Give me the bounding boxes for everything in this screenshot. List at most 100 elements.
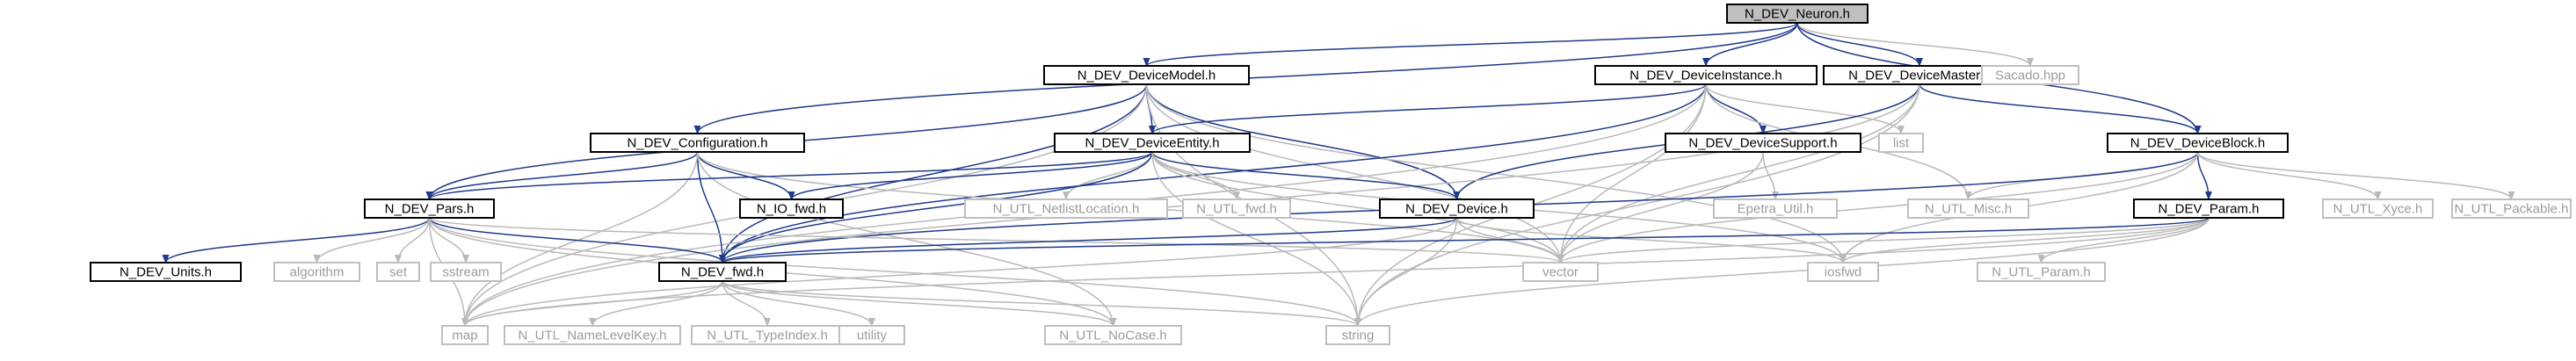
node-box-deviceblock[interactable] bbox=[2107, 133, 2289, 153]
edge-devicemaster-to-string bbox=[1354, 83, 1920, 327]
node-label-utility: utility bbox=[857, 329, 888, 343]
edge-devicesupport-to-epetrautil bbox=[1762, 151, 1779, 200]
node-sacado: Sacado.hpp bbox=[1981, 65, 2079, 85]
node-box-utlmisc bbox=[1907, 199, 2029, 219]
node-utlmisc: N_UTL_Misc.h bbox=[1907, 199, 2029, 219]
edge-pars-to-string bbox=[428, 217, 1361, 327]
edge-configuration-to-pars bbox=[425, 151, 699, 200]
edge-deviceinstance-to-devicesupport bbox=[1705, 83, 1767, 134]
node-label-epetrautil: Epetra_Util.h bbox=[1738, 202, 1814, 217]
edge-devicesupport-to-vector bbox=[1556, 151, 1764, 264]
node-sstream: sstream bbox=[430, 262, 502, 282]
node-label-nocase: N_UTL_NoCase.h bbox=[1059, 329, 1167, 343]
node-label-device: N_DEV_Device.h bbox=[1405, 202, 1508, 217]
edge-deviceentity-to-vector bbox=[1151, 151, 1564, 264]
node-pars[interactable]: N_DEV_Pars.h bbox=[364, 199, 495, 219]
edge-deviceentity-to-device bbox=[1151, 151, 1461, 200]
edge-device-to-devfwd bbox=[719, 217, 1458, 264]
node-configuration[interactable]: N_DEV_Configuration.h bbox=[590, 133, 805, 153]
node-label-typeindex: N_UTL_TypeIndex.h bbox=[707, 329, 828, 343]
node-box-list bbox=[1878, 133, 1924, 153]
node-label-pars: N_DEV_Pars.h bbox=[385, 202, 475, 217]
node-utility: utility bbox=[838, 325, 905, 345]
node-label-iofwd_h: N_IO_fwd.h bbox=[757, 202, 826, 217]
node-devfwd[interactable]: N_DEV_fwd.h bbox=[658, 262, 787, 282]
node-box-algorithm bbox=[273, 262, 360, 282]
edge-deviceblock-to-packable bbox=[2196, 151, 2515, 200]
node-box-deviceinstance[interactable] bbox=[1594, 65, 1818, 85]
node-deviceentity[interactable]: N_DEV_DeviceEntity.h bbox=[1054, 133, 1251, 153]
node-iofwd_h[interactable]: N_IO_fwd.h bbox=[739, 199, 844, 219]
node-label-utlmisc: N_UTL_Misc.h bbox=[1925, 202, 2012, 217]
edge-deviceentity-to-pars bbox=[425, 151, 1153, 200]
node-label-deviceentity: N_DEV_DeviceEntity.h bbox=[1085, 136, 1219, 151]
edge-devfwd-to-map bbox=[461, 280, 723, 327]
node-box-sstream bbox=[430, 262, 502, 282]
node-label-vector: vector bbox=[1542, 265, 1578, 280]
edge-devfwd-to-string bbox=[722, 280, 1361, 327]
node-param[interactable]: N_DEV_Param.h bbox=[2133, 199, 2284, 219]
node-box-iofwd_h[interactable] bbox=[739, 199, 844, 219]
edge-pars-to-vector bbox=[428, 217, 1564, 264]
node-box-epetrautil bbox=[1713, 199, 1838, 219]
node-map: map bbox=[441, 325, 489, 345]
node-box-neuron[interactable] bbox=[1726, 4, 1869, 24]
node-units[interactable]: N_DEV_Units.h bbox=[90, 262, 242, 282]
node-box-pars[interactable] bbox=[364, 199, 495, 219]
node-box-units[interactable] bbox=[90, 262, 242, 282]
edge-devfwd-to-utility bbox=[722, 280, 875, 327]
edge-pars-to-units bbox=[162, 217, 431, 264]
node-box-devicemodel[interactable] bbox=[1043, 65, 1250, 85]
node-box-utlparam bbox=[1977, 262, 2106, 282]
node-label-iosfwd: iosfwd bbox=[1825, 265, 1862, 280]
edge-deviceblock-to-vector bbox=[1556, 151, 2199, 264]
node-box-vector bbox=[1522, 262, 1599, 282]
edge-deviceentity-to-utlfwd bbox=[1151, 151, 1240, 200]
edge-param-to-string bbox=[1354, 217, 2210, 327]
node-box-configuration[interactable] bbox=[590, 133, 805, 153]
node-label-xyce: N_UTL_Xyce.h bbox=[2333, 202, 2423, 217]
node-box-utility bbox=[838, 325, 905, 345]
edge-device-to-map bbox=[461, 217, 1458, 327]
node-box-param[interactable] bbox=[2133, 199, 2284, 219]
edge-devicemaster-to-vector bbox=[1556, 83, 1920, 264]
node-label-string: string bbox=[1342, 329, 1375, 343]
node-deviceinstance[interactable]: N_DEV_DeviceInstance.h bbox=[1594, 65, 1818, 85]
edge-param-to-iosfwd bbox=[1839, 217, 2210, 264]
node-box-packable bbox=[2451, 199, 2572, 219]
node-label-sacado: Sacado.hpp bbox=[1995, 69, 2065, 83]
node-utlfwd: N_UTL_fwd.h bbox=[1182, 199, 1291, 219]
edge-deviceinstance-to-vector bbox=[1556, 83, 1707, 264]
node-box-map bbox=[441, 325, 489, 345]
node-neuron[interactable]: N_DEV_Neuron.h bbox=[1726, 4, 1869, 24]
node-devicemodel[interactable]: N_DEV_DeviceModel.h bbox=[1043, 65, 1250, 85]
node-label-neuron: N_DEV_Neuron.h bbox=[1745, 7, 1850, 22]
dependency-edges bbox=[162, 22, 2515, 327]
node-nocase: N_UTL_NoCase.h bbox=[1044, 325, 1182, 345]
node-box-deviceentity[interactable] bbox=[1054, 133, 1251, 153]
edge-deviceinstance-to-devfwd bbox=[719, 83, 1707, 264]
node-box-set bbox=[376, 262, 420, 282]
node-vector: vector bbox=[1522, 262, 1599, 282]
node-devicesupport[interactable]: N_DEV_DeviceSupport.h bbox=[1665, 133, 1861, 153]
node-box-utlfwd bbox=[1182, 199, 1291, 219]
node-box-netlistlocation bbox=[964, 199, 1168, 219]
edge-devicemodel-to-device bbox=[1145, 83, 1461, 200]
node-box-namelevelkey bbox=[504, 325, 681, 345]
node-box-devfwd[interactable] bbox=[658, 262, 787, 282]
edge-neuron-to-sacado bbox=[1796, 22, 2034, 67]
node-iosfwd: iosfwd bbox=[1807, 262, 1879, 282]
node-deviceblock[interactable]: N_DEV_DeviceBlock.h bbox=[2107, 133, 2289, 153]
node-box-devicesupport[interactable] bbox=[1665, 133, 1861, 153]
node-label-param: N_DEV_Param.h bbox=[2158, 202, 2259, 217]
node-box-device[interactable] bbox=[1379, 199, 1535, 219]
node-device[interactable]: N_DEV_Device.h bbox=[1379, 199, 1535, 219]
node-label-configuration: N_DEV_Configuration.h bbox=[627, 136, 767, 151]
node-devicemaster[interactable]: N_DEV_DeviceMaster.h bbox=[1823, 65, 2016, 85]
node-algorithm: algorithm bbox=[273, 262, 360, 282]
edge-devicemodel-to-devfwd bbox=[719, 83, 1148, 264]
node-label-deviceinstance: N_DEV_DeviceInstance.h bbox=[1629, 69, 1781, 83]
node-box-string bbox=[1325, 325, 1390, 345]
edge-deviceinstance-to-deviceentity bbox=[1149, 83, 1707, 134]
